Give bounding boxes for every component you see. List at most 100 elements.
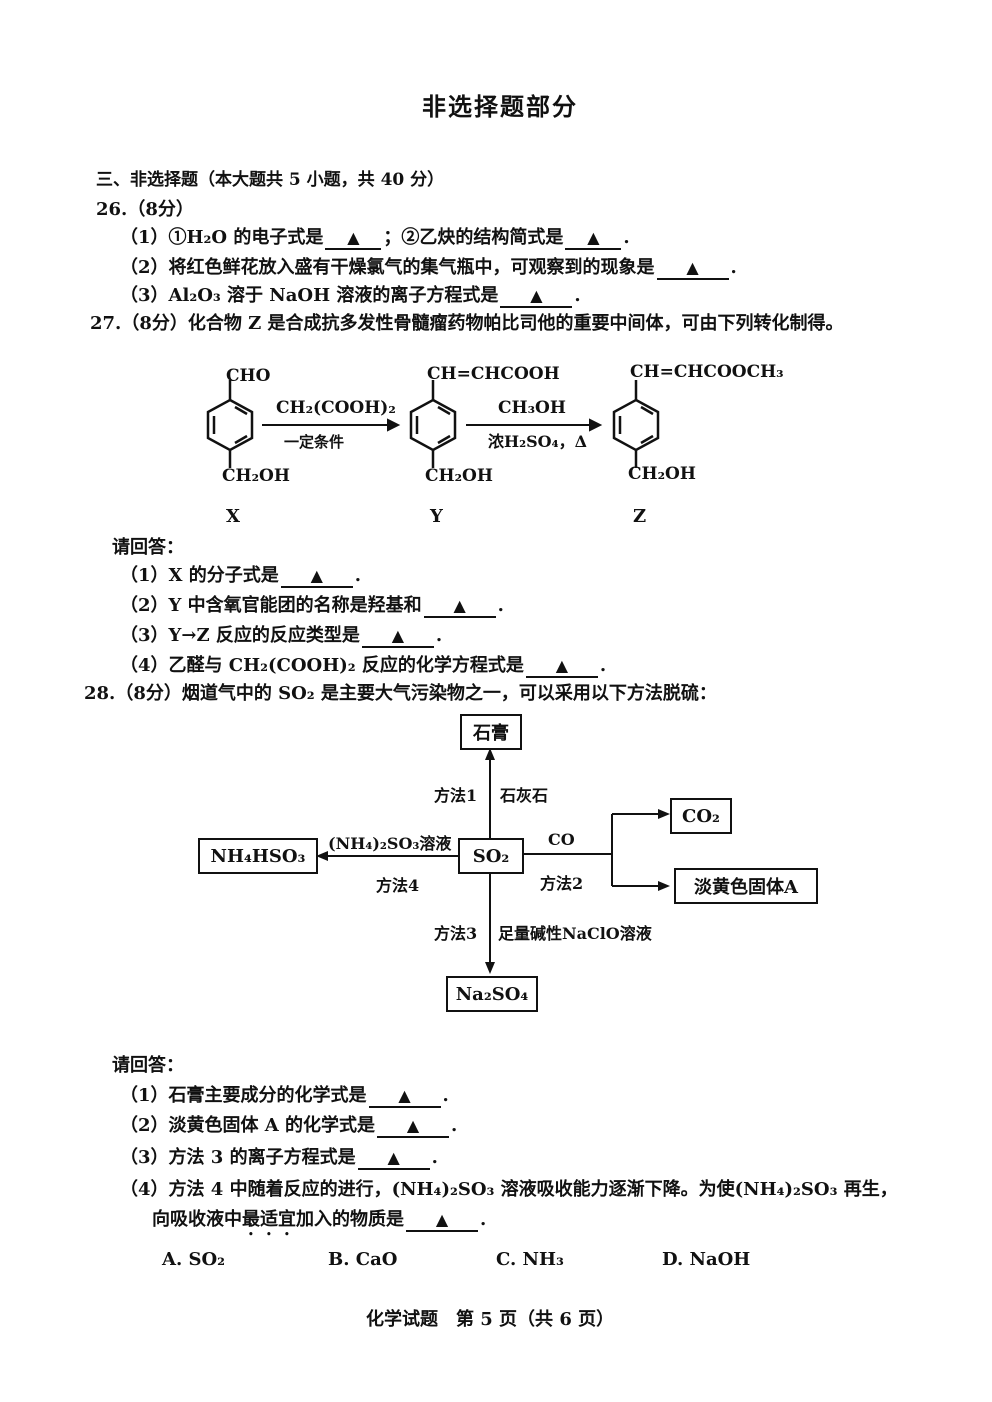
q28-part4-line1: （4）方法 4 中随着反应的进行，(NH₄)₂SO₃ 溶液吸收能力逐渐下降。为使… (120, 1179, 898, 1200)
benzene-ring-z (612, 380, 660, 468)
answer-blank[interactable]: ▲ (325, 228, 382, 250)
x-substituent-bottom: CH₂OH (222, 466, 290, 486)
benzene-ring-x (206, 380, 254, 468)
q28-part1-text: （1）石膏主要成分的化学式是 (120, 1085, 367, 1106)
period: . (574, 285, 581, 306)
answer-blank[interactable]: ▲ (656, 258, 729, 280)
period: . (480, 1209, 487, 1230)
answer-blank[interactable]: ▲ (357, 1148, 430, 1170)
period: . (442, 1085, 449, 1106)
q27-part1: （1）X 的分子式是 ▲. (120, 564, 361, 588)
method-4-label: 方法4 (376, 876, 420, 895)
q27-part2: （2）Y 中含氧官能团的名称是羟基和▲. (120, 594, 504, 618)
compound-y-label: Y (430, 506, 443, 527)
triangle-icon: ▲ (555, 656, 569, 675)
q28-prompt: 请回答： (112, 1055, 184, 1076)
co2-box: CO₂ (670, 798, 732, 834)
q26-part1: （1）①H₂O 的电子式是 ▲ ；②乙炔的结构简式是 ▲. (120, 226, 630, 250)
condition-2: 浓H₂SO₄，Δ (488, 432, 588, 451)
triangle-icon: ▲ (406, 1116, 420, 1135)
section-heading: 三、非选择题（本大题共 5 小题，共 40 分） (96, 170, 445, 190)
page-footer: 化学试题 第 5 页（共 6 页） (366, 1309, 615, 1330)
q26-part3-text: （3）Al₂O₃ 溶于 NaOH 溶液的离子方程式是 (120, 285, 499, 306)
period: . (354, 565, 362, 586)
period: . (497, 595, 504, 616)
answer-blank[interactable]: ▲ (368, 1086, 441, 1108)
method-diagram-arrowheads (316, 748, 670, 974)
so2-center-box: SO₂ (458, 838, 524, 874)
reagent-2: CH₃OH (498, 398, 566, 418)
triangle-icon: ▲ (387, 1148, 400, 1167)
method-3-reagent: 足量碱性NaClO溶液 (498, 924, 652, 943)
answer-blank[interactable]: ▲ (500, 286, 573, 308)
answer-blank[interactable]: ▲ (361, 626, 434, 648)
q27-intro: 27.（8分）化合物 Z 是合成抗多发性骨髓瘤药物帕比司他的重要中间体，可由下列… (90, 313, 844, 334)
method-2-reagent: CO (548, 830, 575, 849)
triangle-icon: ▲ (391, 626, 405, 645)
q26-part3: （3）Al₂O₃ 溶于 NaOH 溶液的离子方程式是 ▲. (120, 284, 581, 308)
method-diagram-lines (322, 752, 664, 968)
period: . (451, 1115, 458, 1136)
q27-part4: （4）乙醛与 CH₂(COOH)₂ 反应的化学方程式是 ▲. (120, 654, 606, 678)
answer-blank[interactable]: ▲ (565, 228, 622, 250)
q28-part3: （3）方法 3 的离子方程式是 ▲. (120, 1146, 438, 1170)
option-b[interactable]: B. CaO (328, 1249, 398, 1270)
period: . (435, 625, 443, 646)
y-substituent-bottom: CH₂OH (425, 466, 493, 486)
option-c[interactable]: C. NH₃ (496, 1249, 564, 1270)
reaction-arrow-1 (262, 418, 401, 432)
option-d[interactable]: D. NaOH (662, 1249, 751, 1270)
triangle-icon: ▲ (310, 566, 323, 585)
q26-part1-text-a: （1）①H₂O 的电子式是 (120, 227, 324, 248)
gypsum-box: 石膏 (460, 714, 522, 750)
q28-part4-line2: 向吸收液中最适宜加入的物质是 ▲. (152, 1208, 486, 1240)
answer-blank[interactable]: ▲ (377, 1116, 450, 1138)
q28-part1: （1）石膏主要成分的化学式是 ▲. (120, 1084, 449, 1108)
period: . (431, 1147, 438, 1168)
q28-part4-text-post: 加入的物质是 (296, 1209, 404, 1230)
benzene-ring-y (409, 380, 457, 468)
q26-part2-text: （2）将红色鲜花放入盛有干燥氯气的集气瓶中，可观察到的现象是 (120, 257, 655, 278)
emphasis-text: 最适宜 (242, 1209, 296, 1230)
period: . (730, 257, 737, 278)
option-a[interactable]: A. SO₂ (162, 1249, 226, 1270)
q28-part4-text-pre: 向吸收液中 (152, 1209, 242, 1230)
method-2-label: 方法2 (540, 874, 584, 893)
answer-blank[interactable]: ▲ (423, 596, 496, 618)
triangle-icon: ▲ (435, 1210, 449, 1229)
z-substituent-bottom: CH₂OH (628, 464, 696, 484)
q28-intro: 28.（8分）烟道气中的 SO₂ 是主要大气污染物之一，可以采用以下方法脱硫： (84, 683, 717, 704)
compound-z-label: Z (633, 506, 647, 527)
z-substituent-top: CH=CHCOOCH₃ (630, 362, 784, 382)
method-1-label: 方法1 (434, 786, 478, 805)
triangle-icon: ▲ (686, 258, 699, 277)
method-1-reagent: 石灰石 (500, 786, 549, 805)
q27-part4-text: （4）乙醛与 CH₂(COOH)₂ 反应的化学方程式是 (120, 655, 524, 676)
x-substituent-top: CHO (226, 366, 271, 386)
reagent-1: CH₂(COOH)₂ (276, 398, 396, 418)
q26-part1-text-b: ；②乙炔的结构简式是 (383, 227, 564, 248)
q28-part3-text: （3）方法 3 的离子方程式是 (120, 1147, 356, 1168)
period: . (599, 655, 607, 676)
page-title: 非选择题部分 (422, 92, 578, 121)
q26-number: 26.（8分） (96, 199, 194, 220)
pale-yellow-solid-box: 淡黄色固体A (674, 868, 818, 904)
answer-blank[interactable]: ▲ (406, 1210, 478, 1232)
q27-part1-text: （1）X 的分子式是 (120, 565, 279, 586)
nh4hso3-box: NH₄HSO₃ (198, 838, 318, 874)
triangle-icon: ▲ (398, 1086, 411, 1105)
q27-part3: （3）Y→Z 反应的反应类型是▲. (120, 624, 442, 648)
method-3-label: 方法3 (434, 924, 478, 943)
triangle-icon: ▲ (530, 286, 543, 305)
answer-blank[interactable]: ▲ (525, 656, 598, 678)
triangle-icon: ▲ (587, 228, 600, 247)
na2so4-box: Na₂SO₄ (446, 976, 538, 1012)
triangle-icon: ▲ (347, 228, 360, 247)
answer-blank[interactable]: ▲ (280, 566, 353, 588)
y-substituent-top: CH=CHCOOH (427, 364, 560, 384)
q28-part2: （2）淡黄色固体 A 的化学式是▲. (120, 1114, 457, 1138)
period: . (623, 227, 630, 248)
q27-part2-text: （2）Y 中含氧官能团的名称是羟基和 (120, 595, 422, 616)
q26-part2: （2）将红色鲜花放入盛有干燥氯气的集气瓶中，可观察到的现象是 ▲. (120, 256, 737, 280)
